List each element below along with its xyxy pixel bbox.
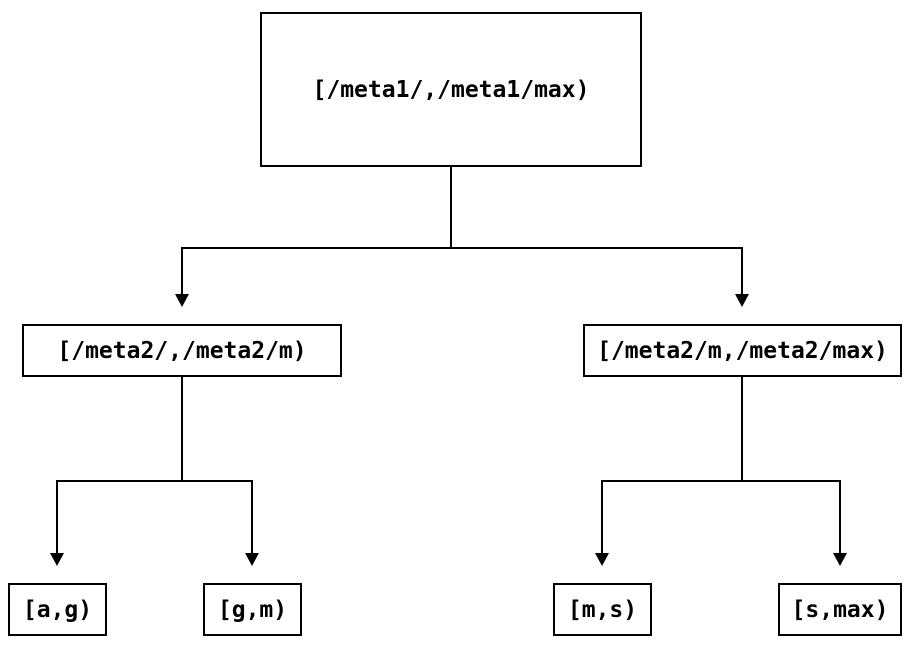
edge-right-child-crossbar [601, 480, 841, 482]
edge-drop-to-right-child [741, 247, 743, 294]
node-left-child-label: [/meta2/,/meta2/m) [57, 337, 307, 364]
edge-left-child-stem [181, 377, 183, 482]
node-right-child: [/meta2/m,/meta2/max) [583, 324, 902, 377]
node-leaf-smax-label: [s,max) [791, 596, 889, 623]
edge-drop-to-leaf-ms [601, 480, 603, 554]
node-leaf-gm-label: [g,m) [217, 596, 288, 623]
edge-drop-to-left-child [181, 247, 183, 294]
node-root: [/meta1/,/meta1/max) [260, 12, 642, 167]
arrowhead-left-child-icon [175, 294, 189, 307]
edge-drop-to-leaf-smax [839, 480, 841, 554]
arrowhead-leaf-gm-icon [245, 553, 259, 566]
edge-root-stem [450, 167, 452, 248]
node-left-child: [/meta2/,/meta2/m) [22, 324, 342, 377]
edge-left-child-crossbar [56, 480, 253, 482]
node-leaf-ag-label: [a,g) [22, 596, 93, 623]
arrowhead-leaf-smax-icon [833, 553, 847, 566]
node-right-child-label: [/meta2/m,/meta2/max) [597, 337, 888, 364]
edge-drop-to-leaf-ag [56, 480, 58, 554]
edge-right-child-stem [741, 377, 743, 482]
arrowhead-right-child-icon [735, 294, 749, 307]
arrowhead-leaf-ag-icon [50, 553, 64, 566]
edge-root-crossbar [181, 247, 743, 249]
node-leaf-ag: [a,g) [8, 583, 107, 636]
node-root-label: [/meta1/,/meta1/max) [312, 76, 590, 103]
node-leaf-gm: [g,m) [203, 583, 302, 636]
node-leaf-ms-label: [m,s) [567, 596, 638, 623]
arrowhead-leaf-ms-icon [595, 553, 609, 566]
edge-drop-to-leaf-gm [251, 480, 253, 554]
node-leaf-ms: [m,s) [553, 583, 652, 636]
node-leaf-smax: [s,max) [778, 583, 902, 636]
